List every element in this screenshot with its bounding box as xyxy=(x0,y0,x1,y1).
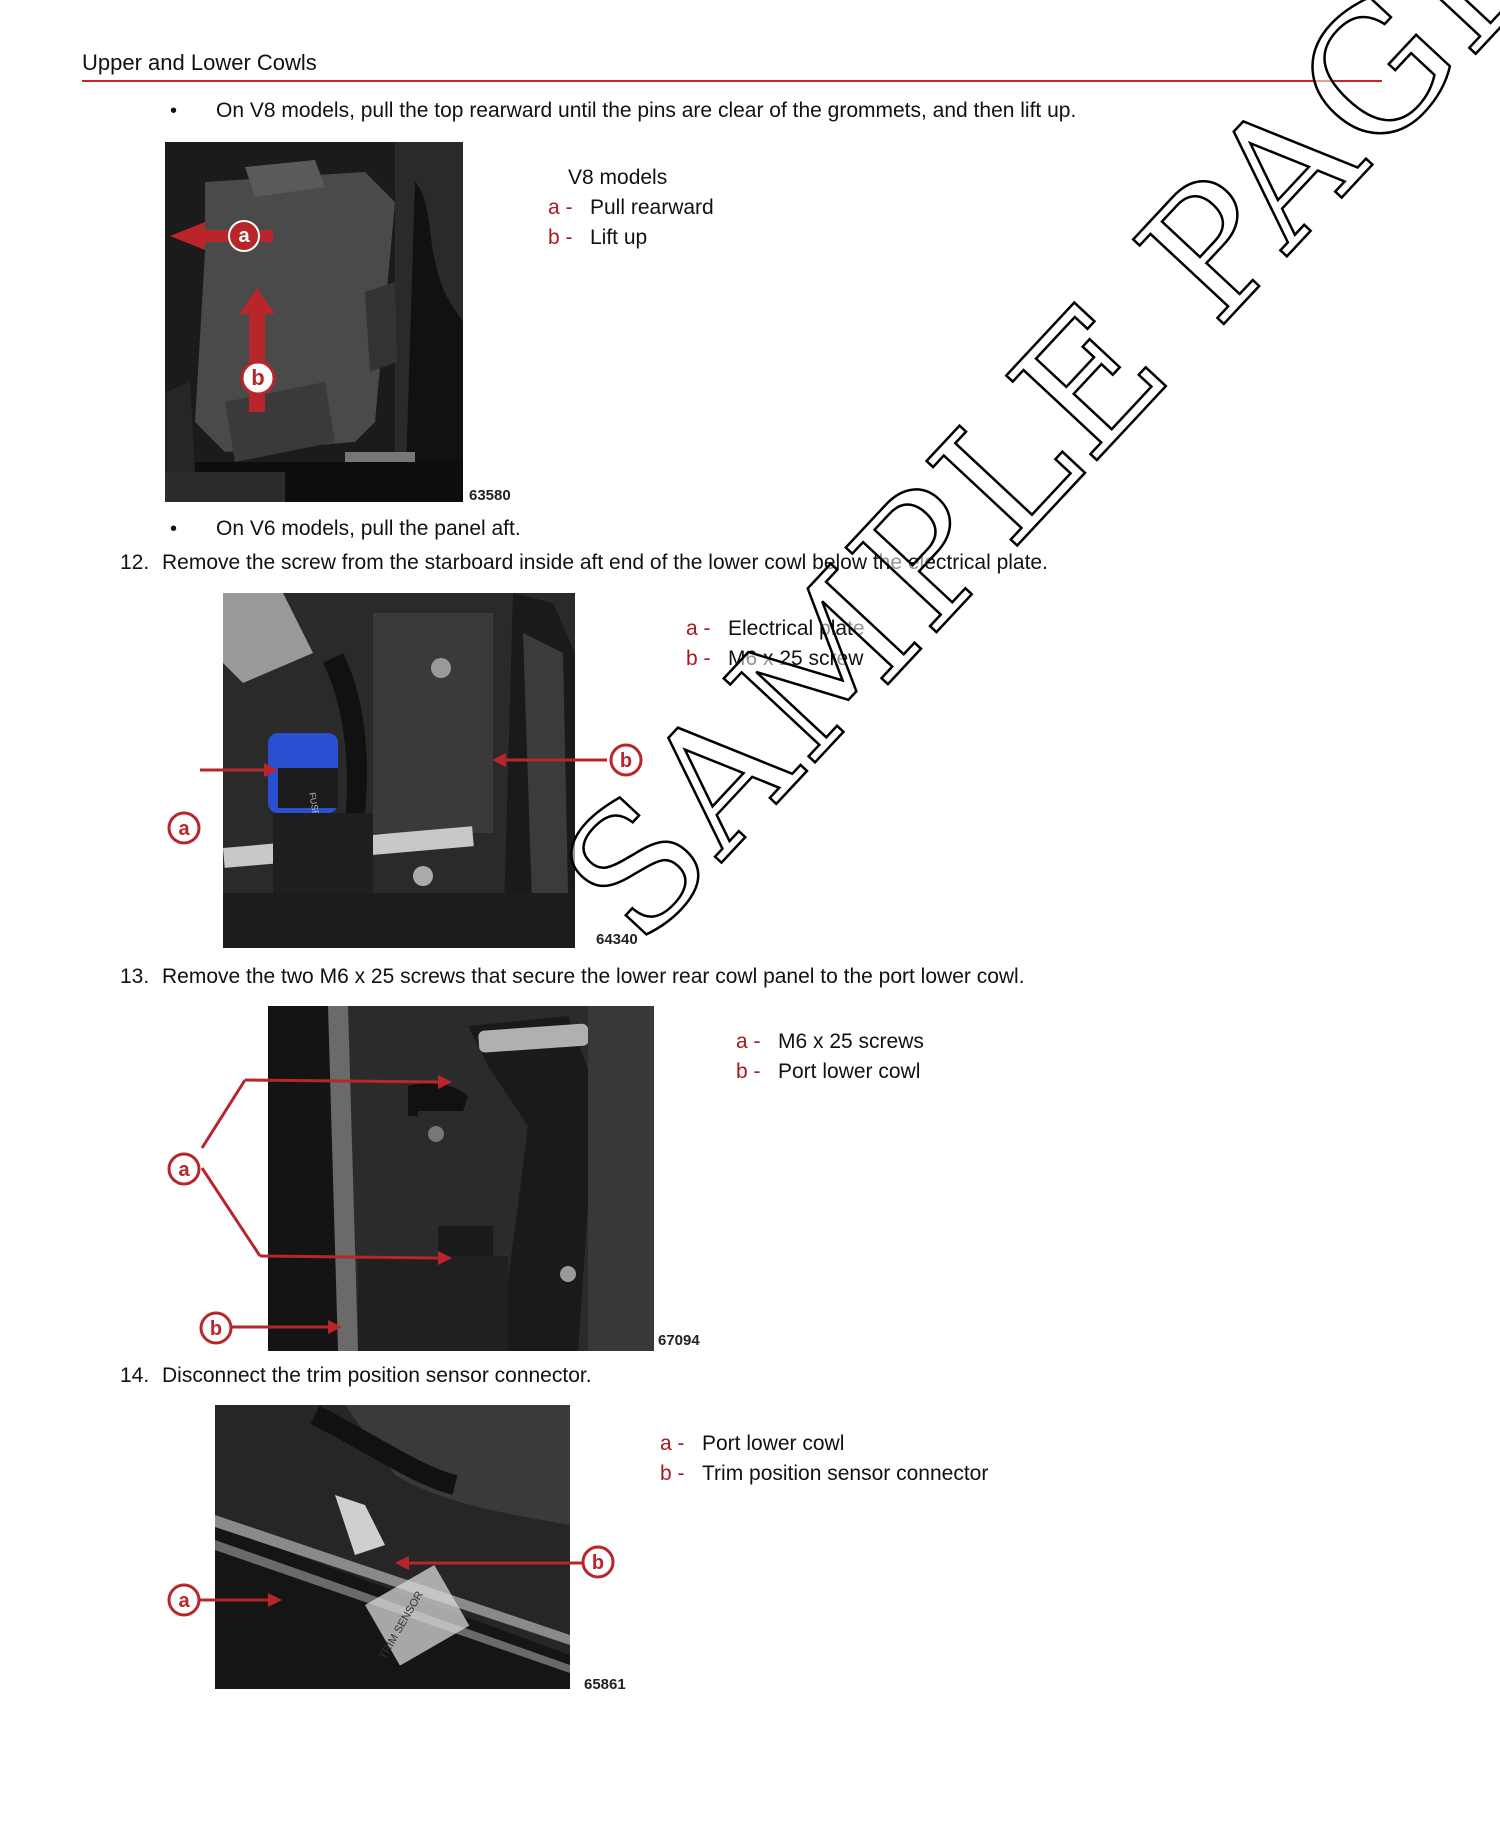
figure-3-photo xyxy=(268,1006,654,1351)
figure-1-legend-b: b -Lift up xyxy=(548,226,648,249)
figure-1-legend-a: a -Pull rearward xyxy=(548,196,714,219)
figure-2-legend-b: b -M6 x 25 screw xyxy=(686,647,864,670)
figure-4-callout-b: b xyxy=(581,1545,615,1584)
figure-3-callout-b: b xyxy=(199,1311,233,1350)
figure-1-number: 63580 xyxy=(469,487,511,504)
figure-4-legend-a: a -Port lower cowl xyxy=(660,1432,845,1455)
figure-3-callout-a: a xyxy=(167,1152,201,1191)
figure-4-number: 65861 xyxy=(584,1676,626,1693)
step-14-number: 14. xyxy=(120,1364,150,1387)
svg-text:a: a xyxy=(238,225,250,247)
figure-2-legend-a: a -Electrical plate xyxy=(686,617,865,640)
step-12-number: 12. xyxy=(120,551,150,574)
figure-4-callout-a: a xyxy=(167,1583,201,1622)
figure-2-arrow-a xyxy=(200,763,278,777)
svg-text:SAMPLE PAGE: SAMPLE PAGE xyxy=(525,0,1500,978)
svg-text:a: a xyxy=(178,1590,190,1612)
bullet-dot: • xyxy=(170,100,178,122)
figure-3-number: 67094 xyxy=(658,1332,700,1349)
v8-instruction: On V8 models, pull the top rearward unti… xyxy=(216,99,1077,122)
figure-1-callout-b: b xyxy=(240,360,276,401)
page-header-title: Upper and Lower Cowls xyxy=(82,50,317,75)
v6-instruction: On V6 models, pull the panel aft. xyxy=(216,517,521,540)
svg-text:a: a xyxy=(178,818,190,840)
svg-text:b: b xyxy=(620,750,632,772)
figure-3-arrows-a xyxy=(200,1075,452,1265)
figure-2-callout-b: b xyxy=(609,743,643,782)
figure-4-photo: TRIM SENSOR xyxy=(215,1405,570,1689)
figure-2-callout-a: a xyxy=(167,811,201,850)
bullet-dot: • xyxy=(170,518,178,540)
figure-2-arrow-b xyxy=(492,753,607,767)
figure-4-legend-b: b -Trim position sensor connector xyxy=(660,1462,989,1485)
figure-2-number: 64340 xyxy=(596,931,638,948)
step-12-text: Remove the screw from the starboard insi… xyxy=(162,551,1048,574)
header-rule xyxy=(82,80,1382,82)
svg-text:b: b xyxy=(210,1318,222,1340)
figure-3-arrow-b xyxy=(230,1320,342,1334)
step-13-number: 13. xyxy=(120,965,150,988)
figure-3-legend-b: b -Port lower cowl xyxy=(736,1060,921,1083)
figure-2-photo: FUSED RELAY xyxy=(223,593,575,948)
step-14-text: Disconnect the trim position sensor conn… xyxy=(162,1364,592,1387)
figure-1-callout-a: a xyxy=(227,219,261,258)
figure-3-legend-a: a -M6 x 25 screws xyxy=(736,1030,924,1053)
svg-text:b: b xyxy=(251,365,264,390)
figure-1-legend-title: V8 models xyxy=(568,166,668,189)
svg-text:a: a xyxy=(178,1159,190,1181)
figure-1-arrows xyxy=(170,222,275,412)
figure-4-arrow-b xyxy=(395,1556,585,1570)
step-13-text: Remove the two M6 x 25 screws that secur… xyxy=(162,965,1025,988)
figure-4-arrow-a xyxy=(200,1593,282,1607)
svg-text:b: b xyxy=(592,1552,604,1574)
